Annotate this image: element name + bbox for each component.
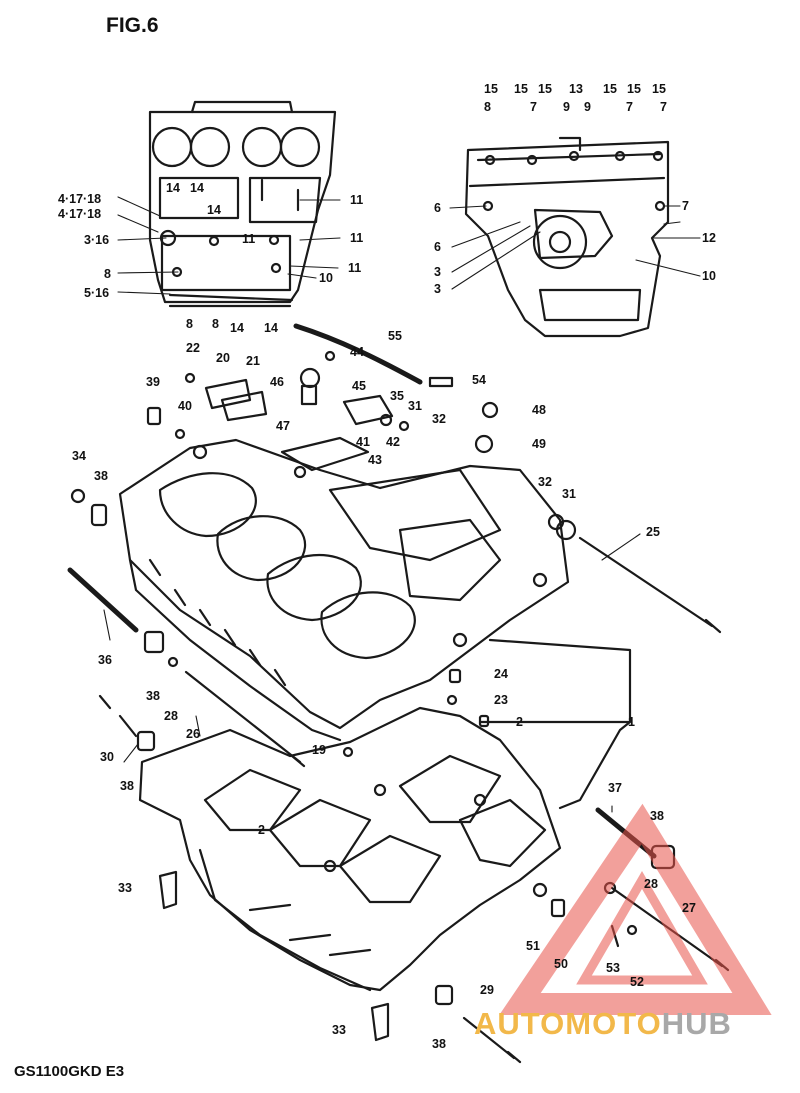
callout: 27 [682,901,696,915]
callout: 21 [246,354,260,368]
callout: 6 [434,201,441,215]
callout: 36 [98,653,112,667]
hardware-parts [67,323,730,1064]
callout: 46 [270,375,284,389]
callout: 54 [472,373,486,387]
callout: 12 [702,231,716,245]
callout: 51 [526,939,540,953]
callout: 44 [350,345,364,359]
callout: 30 [100,750,114,764]
callout: 43 [368,453,382,467]
callout: 10 [702,269,716,283]
watermark-brand: AUTOMOTOHUB [474,1006,732,1042]
callout: 38 [432,1037,446,1051]
callout: 29 [480,983,494,997]
watermark-word-2: HUB [661,1006,732,1041]
callout: 45 [352,379,366,393]
leader-lines [103,196,701,813]
callout: 26 [186,727,200,741]
callout: 38 [650,809,664,823]
watermark-logo [499,803,772,1015]
callout: 38 [146,689,160,703]
callout: 4·17·18 [58,192,102,206]
callout: 3 [434,282,441,296]
callout: 8 [186,317,193,331]
figure-title: FIG.6 [106,14,159,37]
callout: 15 [538,82,552,96]
callout: 15 [627,82,641,96]
callout: 14 [166,181,180,195]
callout: 11 [350,193,364,207]
callout: 2 [258,823,265,837]
callout: 37 [608,781,622,795]
callout: 31 [408,399,422,413]
lower-crankcase [138,706,562,992]
callout: 14 [190,181,204,195]
callout: 7 [626,100,633,114]
model-code: GS1100GKD E3 [14,1063,125,1080]
callout: 6 [434,240,441,254]
callout: 38 [94,469,108,483]
callout: 23 [494,693,508,707]
callout: 22 [186,341,200,355]
callout: 7 [530,100,537,114]
callout: 49 [532,437,546,451]
watermark-word-1: AUTOMOTO [474,1006,662,1041]
callout: 20 [216,351,230,365]
callout: 34 [72,449,86,463]
callout: 55 [388,329,402,343]
callout: 14 [230,321,244,335]
callout: 11 [242,232,256,246]
callout: 8 [104,267,111,281]
inset-crankcase-bottom-view [464,136,670,338]
callout: 15 [603,82,617,96]
callout: 3 [434,265,441,279]
inset-upper-case-top-view [148,100,337,308]
callout: 50 [554,957,568,971]
callout: 28 [164,709,178,723]
callout: 1 [628,715,635,729]
callout: 14 [207,203,221,217]
callout: 2 [516,715,523,729]
callout: 15 [484,82,498,96]
callout: 33 [332,1023,346,1037]
callout: 14 [264,321,278,335]
callout: 8 [212,317,219,331]
callout: 7 [682,199,689,213]
callout: 41 [356,435,370,449]
callout: 9 [563,100,570,114]
callout: 11 [350,231,364,245]
callout: 11 [348,261,362,275]
callout: 7 [660,100,667,114]
callout: 32 [538,475,552,489]
callout: 15 [652,82,666,96]
callout: 52 [630,975,644,989]
callout: 47 [276,419,290,433]
callout: 35 [390,389,404,403]
callout: 28 [644,877,658,891]
callout: 33 [118,881,132,895]
callout: 40 [178,399,192,413]
callout: 38 [120,779,134,793]
callout: 24 [494,667,508,681]
callout: 42 [386,435,400,449]
callout: 48 [532,403,546,417]
callout: 5·16 [84,286,110,300]
callout: 39 [146,375,160,389]
callout: 53 [606,961,620,975]
callout: 31 [562,487,576,501]
callout: 10 [319,271,333,285]
callout: 25 [646,525,660,539]
callout: 9 [584,100,591,114]
callout: 13 [569,82,583,96]
callout: 19 [312,743,326,757]
callout: 15 [514,82,528,96]
upper-crankcase [118,438,570,742]
callout: 32 [432,412,446,426]
callout: 3·16 [84,233,110,247]
callout: 4·17·18 [58,207,102,221]
callout: 8 [484,100,491,114]
